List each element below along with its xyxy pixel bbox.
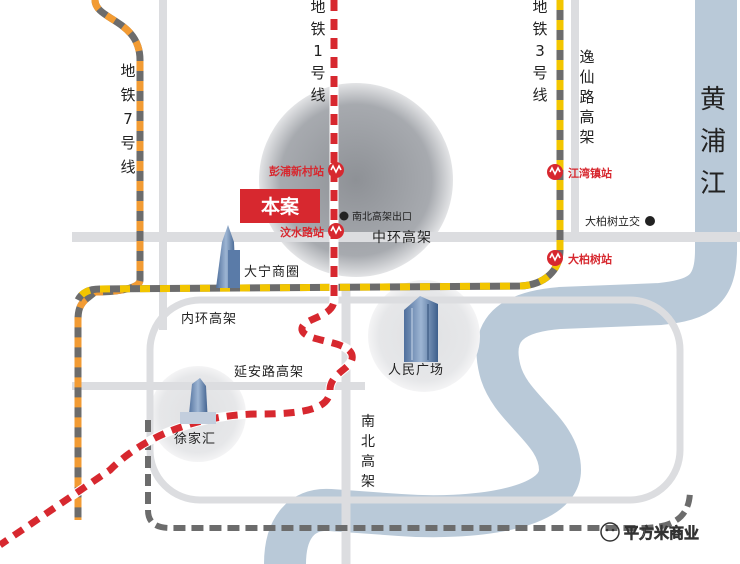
dabaishu-interchange-label: 大柏树立交 [585,214,640,228]
watermark: 平方米商业 [600,522,699,542]
line1-label-char: 线 [310,86,325,104]
line1-label-char: 1 [313,42,323,60]
road-network [72,0,740,564]
nanbei-exit-label: 南北高架出口 [352,210,412,223]
line1-label-char: 号 [310,64,325,82]
line3-label-char: 号 [532,64,547,82]
metro-logo-icon [330,225,342,235]
peoples-square-label: 人民广场 [388,363,444,378]
xujiahui-tower-icon [180,378,216,424]
station-label: 彭浦新村站 [269,164,324,178]
metro-logo-icon [330,164,342,174]
line7-label-char: 线 [120,158,135,176]
metro-logo-icon [549,166,561,176]
station-wenshui[interactable]: 汶水路站 [280,223,344,239]
line7-label-char: 7 [123,110,133,128]
yixian-label-char: 高 [579,108,594,126]
wechat-icon [600,522,620,542]
line3-label-char: 地 [532,0,547,16]
watermark-text: 平方米商业 [624,524,699,542]
yixian-label-char: 路 [579,88,594,106]
line3-label-char: 线 [532,86,547,104]
nanbei-elevated-label: 南北高架 [361,414,375,490]
yixian-label-char: 架 [579,128,594,146]
metro-loop-bottom [145,420,693,531]
line7-label-char: 号 [120,134,135,152]
xujiahui-label: 徐家汇 [174,431,216,447]
river-label-char: 江 [700,169,726,199]
yanan-elevated-label: 延安路高架 [234,364,304,380]
peoples-square-tower-icon [404,296,438,362]
project-label: 本案 [261,195,300,218]
station-dabaishu[interactable]: 大柏树站 [547,250,612,266]
station-pengpu[interactable]: 彭浦新村站 [269,162,344,178]
yixian-label-char: 仙 [579,68,594,86]
daning-radius-circle [259,83,453,277]
line7-label-char: 铁 [120,86,135,104]
nanbei-label-char: 北 [361,434,375,450]
inner-ring-label: 内环高架 [181,311,237,327]
line1-label-char: 地 [310,0,325,16]
river-label-char: 黄 [700,85,726,115]
line3-label-char: 铁 [532,20,547,38]
line7-label-char: 地 [120,62,135,80]
huangpu-river [264,0,737,564]
line-3-label: 地铁 3 号线 [532,0,547,104]
metro-logo-icon [549,252,561,262]
middle-ring-label: 中环高架 [372,229,432,246]
huangpu-river-label: 黄浦江 [700,85,726,199]
line3-label-char: 3 [535,42,545,60]
station-label: 江湾镇站 [568,166,612,180]
line1-label-char: 铁 [310,20,325,38]
station-label: 大柏树站 [568,252,612,266]
line-7-label: 地铁 7 号线 [120,62,135,176]
project-marker[interactable]: 本案 [240,189,320,223]
daning-label: 大宁商圈 [244,264,300,280]
station-label: 汶水路站 [280,225,324,239]
dabaishu-interchange-dot [645,216,655,226]
line-1-label: 地铁 1 号线 [310,0,325,104]
daning-tower-icon [216,225,240,288]
nanbei-label-char: 高 [361,453,375,470]
river-label-char: 浦 [700,127,726,157]
yixian-label-char: 逸 [579,48,594,66]
nanbei-label-char: 架 [361,474,375,490]
nanbei-exit-dot [339,211,349,221]
nanbei-label-char: 南 [361,414,375,430]
station-jiangwan[interactable]: 江湾镇站 [547,164,612,180]
